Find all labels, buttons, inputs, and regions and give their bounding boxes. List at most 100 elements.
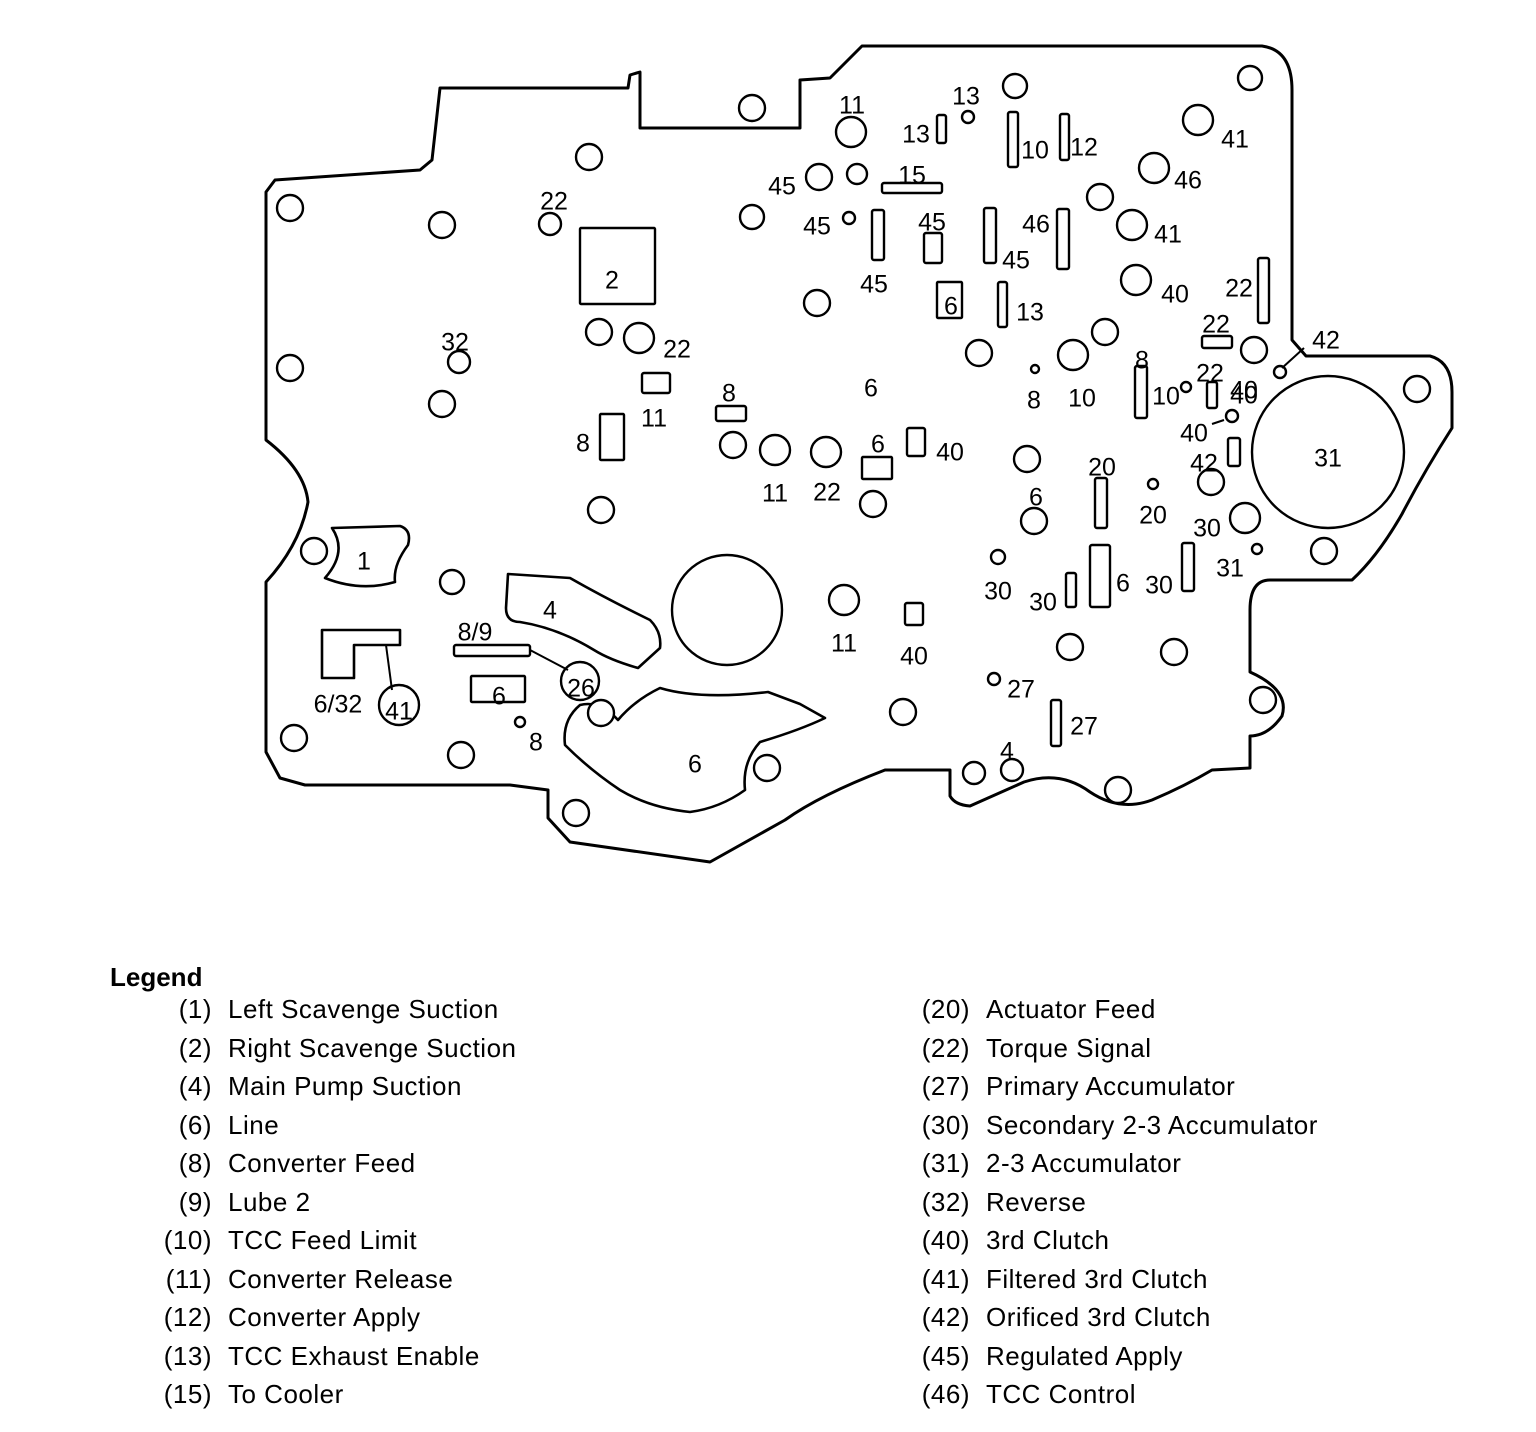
port-hole: [1224, 408, 1240, 424]
port-hole: [275, 193, 305, 223]
port-label: 22: [1196, 360, 1224, 388]
port-hole: [1309, 536, 1339, 566]
port-hole: [1272, 364, 1288, 380]
legend-entry-number: (1): [178, 994, 212, 1024]
port-label: 11: [831, 630, 857, 658]
legend-entry-text: Reverse: [986, 1186, 1087, 1217]
passage-slot: [1226, 436, 1242, 468]
passage-slot: [880, 181, 944, 195]
legend-entry-number: (31): [921, 1148, 970, 1178]
port-hole: [622, 321, 656, 355]
port-label: 22: [813, 479, 841, 507]
legend-entry-number: (10): [163, 1225, 212, 1255]
legend-entry-number: (45): [921, 1340, 970, 1371]
leader-42: [1281, 347, 1305, 369]
port-hole: [1119, 263, 1153, 297]
port-label: 31: [1216, 555, 1244, 583]
legend-entry-text: TCC Control: [986, 1379, 1136, 1409]
legend-entry: (6)Line: [150, 1106, 517, 1145]
legend-entry-text: Converter Release: [228, 1263, 454, 1294]
port-label: 8: [529, 729, 543, 757]
holes-group: [275, 64, 1432, 828]
slots-group: [452, 110, 1271, 748]
legend-entry-number: (13): [163, 1340, 212, 1371]
port-hole: [802, 288, 832, 318]
legend-entry: (10)TCC Feed Limit: [150, 1221, 517, 1260]
accumulator-31-bore: [1250, 374, 1406, 530]
port-hole: [804, 162, 834, 192]
port-label: 12: [1070, 134, 1098, 162]
leader-40: [1211, 419, 1225, 425]
legend-entry-text: Converter Feed: [228, 1148, 416, 1178]
passage-slot: [903, 601, 925, 627]
port-hole: [858, 489, 888, 519]
port-hole: [1250, 542, 1264, 556]
legend-right-column: (20)Actuator Feed(22)Torque Signal(27)Pr…: [908, 990, 1318, 1414]
legend-entry-number: (11): [165, 1263, 212, 1294]
port-hole: [1001, 72, 1029, 100]
port-label: 30: [984, 578, 1012, 606]
legend-entry-text: Filtered 3rd Clutch: [986, 1263, 1208, 1294]
legend-entry: (12)Converter Apply: [150, 1298, 517, 1337]
port-label: 40: [1230, 382, 1258, 410]
passage-slot: [640, 371, 672, 395]
legend-entry: (32)Reverse: [908, 1183, 1318, 1222]
port-label: 46: [1022, 211, 1050, 239]
port-hole: [809, 435, 843, 469]
port-label: 13: [1016, 299, 1044, 327]
port-hole: [537, 211, 563, 237]
legend-entry: (20)Actuator Feed: [908, 990, 1318, 1029]
port-hole: [758, 433, 792, 467]
port-hole: [1228, 501, 1262, 535]
port-label: 8: [1027, 387, 1041, 415]
legend-entry-text: Torque Signal: [986, 1032, 1152, 1063]
legend-entry: (2)Right Scavenge Suction: [150, 1029, 517, 1068]
port-hole: [960, 109, 976, 125]
port-hole: [999, 757, 1025, 783]
legend-entry-number: (9): [178, 1186, 212, 1217]
passage-slot: [1205, 380, 1219, 410]
legend-entry-text: Main Pump Suction: [228, 1071, 462, 1101]
port-label: 22: [1202, 311, 1230, 339]
legend-entry: (11) Converter Release: [150, 1260, 517, 1299]
port-hole: [1103, 775, 1133, 805]
legend-entry: (15)To Cooler: [150, 1375, 517, 1414]
legend-entry-number: (27): [921, 1071, 970, 1101]
port-hole: [1085, 182, 1115, 212]
port-hole: [1012, 444, 1042, 474]
legend-entry: (22)Torque Signal: [908, 1029, 1318, 1068]
port-hole: [1179, 380, 1193, 394]
legend-entry-number: (42): [921, 1302, 970, 1332]
port-hole: [1239, 335, 1269, 365]
legend-entry: (42)Orificed 3rd Clutch: [908, 1298, 1318, 1337]
port-label: 6: [1116, 570, 1130, 598]
port-label: 27: [1007, 676, 1035, 704]
legend-entry: (46)TCC Control: [908, 1375, 1318, 1414]
passage-slot: [1133, 364, 1149, 420]
passage-slot: [1256, 256, 1271, 325]
port-label: 11: [762, 480, 788, 508]
port-hole: [1055, 632, 1085, 662]
port-label: 10: [1068, 385, 1096, 413]
port-hole: [438, 568, 466, 596]
legend-entry: (30)Secondary 2-3 Accumulator: [908, 1106, 1318, 1145]
port-label: 40: [936, 439, 964, 467]
port-label: 26: [567, 675, 595, 703]
port-hole: [834, 115, 868, 149]
legend-entry: (40)3rd Clutch: [908, 1221, 1318, 1260]
legend-entry-number: (20): [921, 994, 970, 1024]
port-hole: [986, 671, 1002, 687]
port-label: 40: [1180, 420, 1208, 448]
legend-entry-number: (2): [178, 1032, 212, 1063]
port-hole: [1159, 637, 1189, 667]
port-hole: [1090, 317, 1120, 347]
port-label: 13: [902, 121, 930, 149]
port-label: 10: [1152, 383, 1180, 411]
port-hole: [275, 353, 305, 383]
circled-port-outline: [559, 660, 601, 702]
port-6-32-cutout: [320, 628, 402, 680]
port-label: 30: [1193, 515, 1221, 543]
port-label: 6: [492, 683, 506, 711]
port-label: 31: [1314, 445, 1342, 473]
port-hole: [446, 349, 472, 375]
